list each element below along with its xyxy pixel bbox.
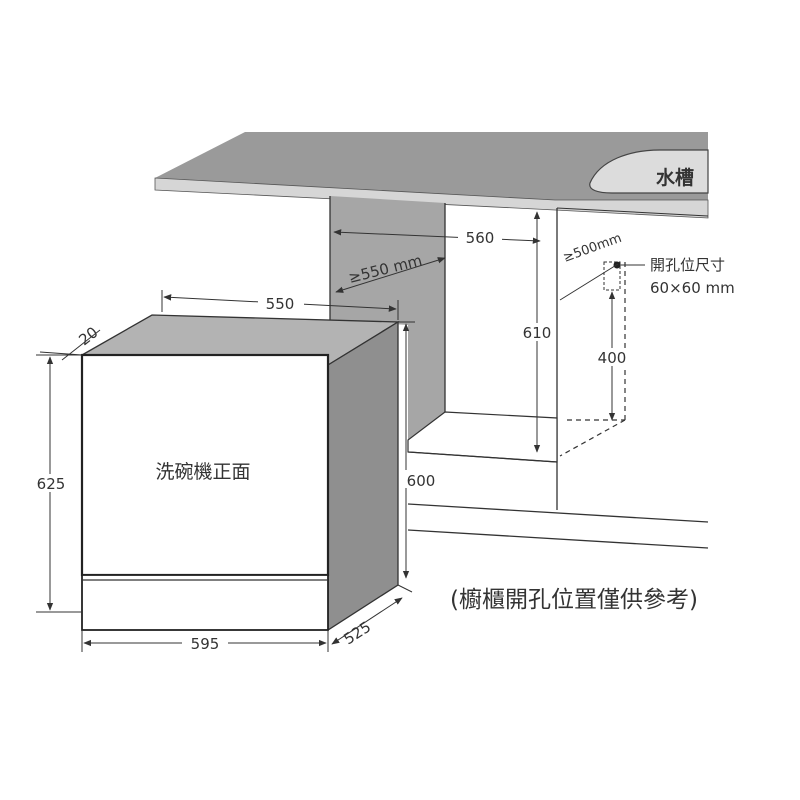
dim-opening-width: 560 bbox=[466, 229, 495, 247]
dim-side-gap: ≥500mm bbox=[561, 231, 623, 266]
dishwasher-side bbox=[327, 320, 399, 632]
dim-hole-height: 400 bbox=[598, 349, 627, 367]
dim-560-line bbox=[333, 229, 541, 244]
dishwasher-front bbox=[80, 353, 330, 577]
plinth-bottom-line bbox=[407, 529, 709, 549]
dishwasher-kick-panel bbox=[81, 574, 329, 631]
dim-400-bg bbox=[593, 348, 631, 366]
hole-dashed-bottom bbox=[559, 419, 626, 457]
plinth-top-line bbox=[407, 503, 709, 523]
dim-machine-depth-top: 550 bbox=[266, 295, 295, 313]
right-cabinet-edge bbox=[556, 207, 709, 217]
dim-525-line bbox=[331, 597, 403, 645]
dim-550-top-bg bbox=[258, 294, 304, 312]
dim-machine-body-height: 600 bbox=[407, 472, 436, 490]
dim-machine-top-offset: 20 bbox=[75, 323, 101, 349]
dim-machine-width: 595 bbox=[191, 635, 220, 653]
dim-525-ext bbox=[397, 584, 413, 593]
dim-560-bg bbox=[458, 228, 502, 246]
dishwasher-front-label: 洗碗機正面 bbox=[155, 461, 250, 483]
dim-opening-height: 610 bbox=[523, 324, 552, 342]
hole-size-label: 60×60 mm bbox=[650, 279, 735, 297]
hole-title-label: 開孔位尺寸 bbox=[650, 256, 725, 274]
dim-550-cavity-line bbox=[335, 257, 446, 293]
dim-machine-depth-bottom: 525 bbox=[340, 618, 374, 649]
dim-595-bg bbox=[182, 634, 228, 652]
sink-label: 水槽 bbox=[656, 166, 694, 189]
dim-610-bg bbox=[518, 323, 556, 341]
dim-600-bg bbox=[401, 470, 441, 488]
dim-500-line bbox=[559, 263, 619, 301]
hole-marker-box bbox=[603, 261, 621, 291]
dim-625-bg bbox=[30, 474, 72, 492]
sink-basin bbox=[589, 149, 709, 194]
countertop-surface bbox=[155, 132, 708, 200]
floor-edge bbox=[407, 451, 558, 463]
cabinet-note: (櫥櫃開孔位置僅供參考) bbox=[450, 587, 698, 613]
countertop-front-edge bbox=[154, 177, 709, 219]
dim-machine-height: 625 bbox=[37, 475, 66, 493]
